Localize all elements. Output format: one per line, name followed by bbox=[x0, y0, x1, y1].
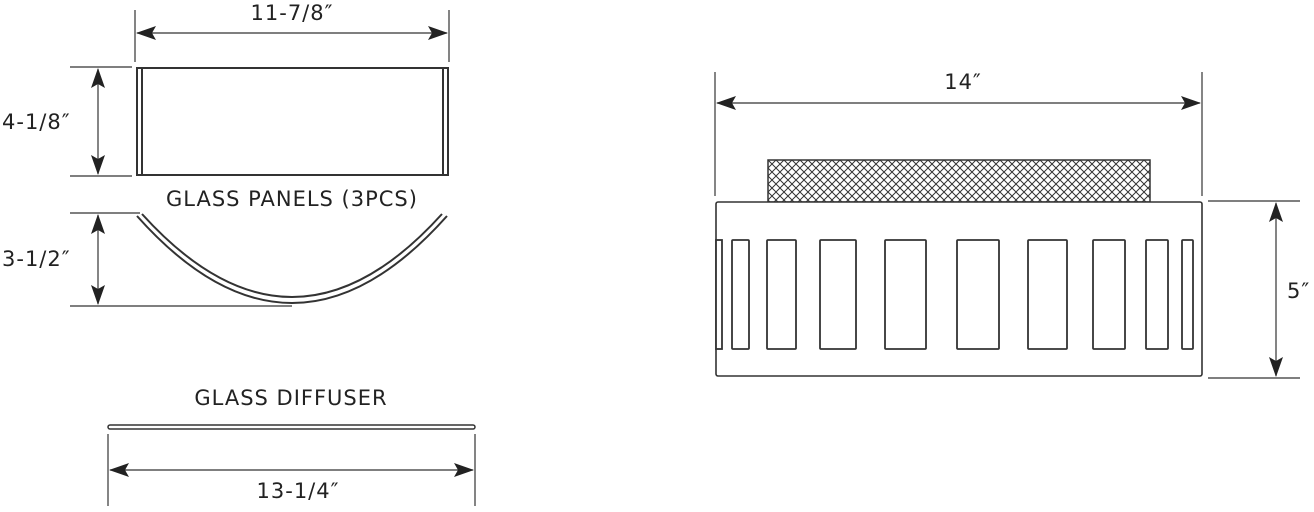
canopy-hatched bbox=[767, 159, 1151, 203]
panel-height-label: 4-1/8″ bbox=[2, 110, 71, 134]
diffuser-width-label: 13-1/4″ bbox=[257, 479, 340, 503]
glass-diffuser-title: GLASS DIFFUSER bbox=[194, 386, 387, 410]
fixture-height-label: 5″ bbox=[1287, 279, 1310, 303]
glass-panels-title: GLASS PANELS (3PCS) bbox=[166, 187, 418, 211]
fixture-side-view: 14″ 5″ bbox=[714, 70, 1310, 379]
fixture-width-label: 14″ bbox=[944, 70, 982, 94]
glass-diffuser-view: GLASS DIFFUSER 13-1/4″ bbox=[107, 386, 476, 506]
panel-width-label: 11-7/8″ bbox=[251, 1, 334, 25]
glass-panel-curve-view: 3-1/2″ bbox=[2, 212, 448, 307]
curve-depth-label: 3-1/2″ bbox=[2, 247, 71, 271]
glass-panel-front-view: 11-7/8″ 4-1/8″ GLASS PANELS (3PCS) bbox=[2, 1, 450, 211]
fixture-slots bbox=[715, 239, 1194, 350]
